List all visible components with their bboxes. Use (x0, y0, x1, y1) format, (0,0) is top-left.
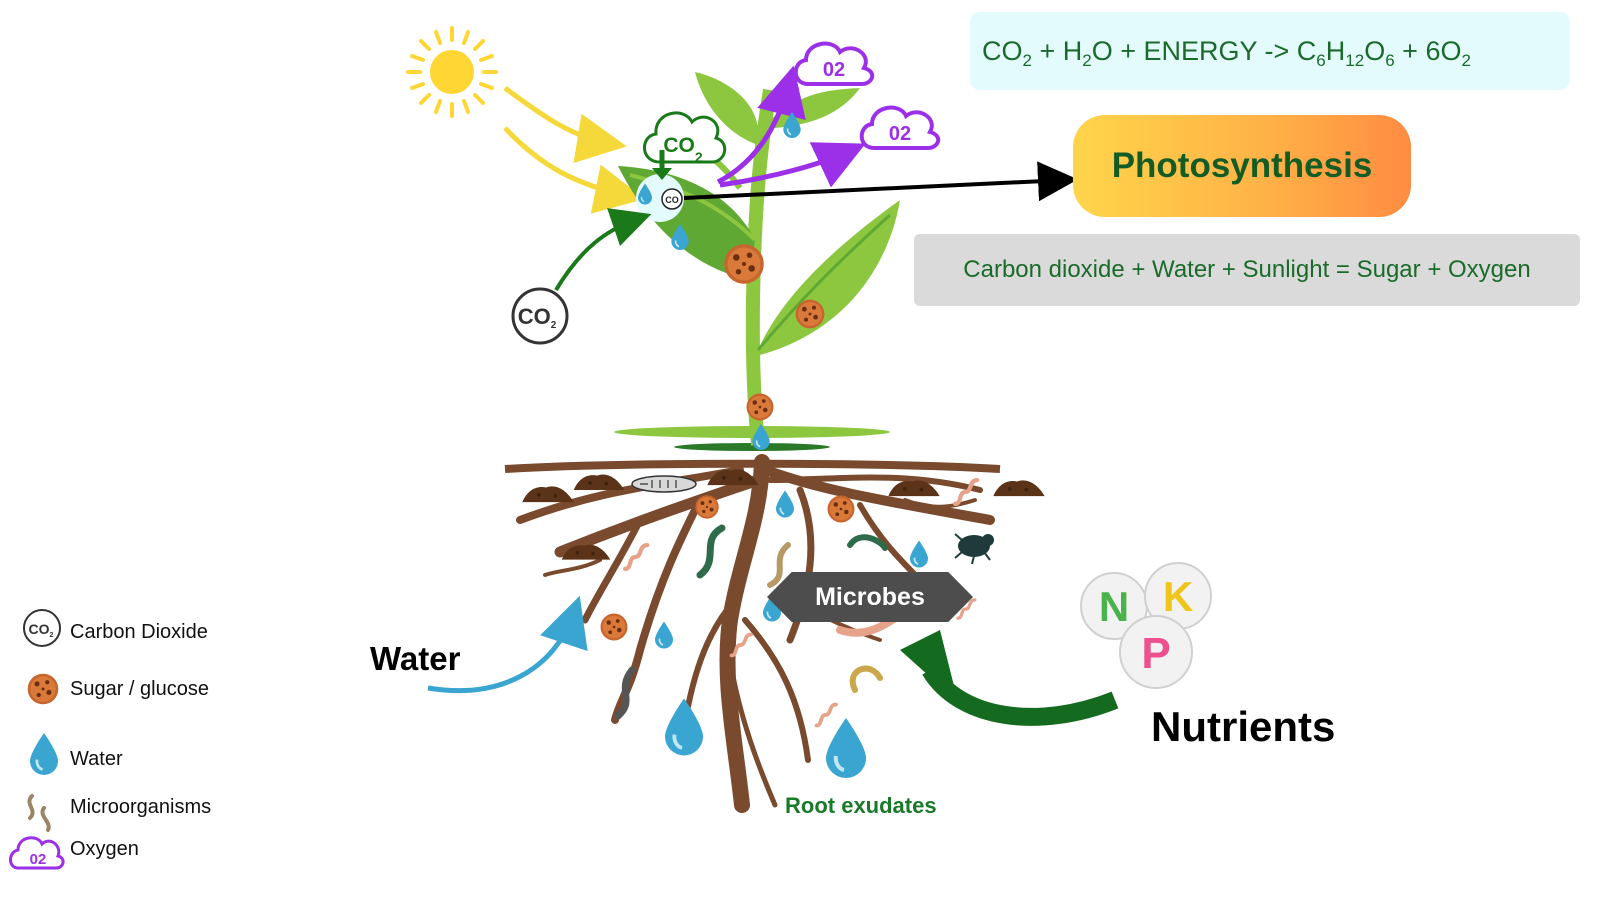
striped-worm-icon (767, 542, 791, 588)
water-drop-icon (665, 698, 703, 756)
microbes-label: Microbes (767, 572, 973, 622)
water-label: Water (370, 640, 461, 677)
beetle-icon (954, 533, 994, 565)
green-worm-icon (847, 534, 888, 551)
water-drop-icon (776, 490, 794, 518)
sun-icon (406, 26, 498, 118)
striped-worm-icon (849, 665, 883, 693)
nutrients-arrowhead (900, 630, 958, 702)
root-exudates-label: Root exudates (785, 793, 937, 818)
word-equation: Carbon dioxide + Water + Sunlight = Suga… (914, 234, 1580, 306)
sugar-glucose-icon (695, 495, 719, 519)
sugar-glucose-icon (746, 393, 774, 421)
svg-text:K: K (1163, 573, 1193, 620)
roots (516, 454, 995, 813)
sunlight-arrow-lower (503, 126, 645, 214)
legend-co2-icon: CO2 (23, 609, 61, 647)
co2-cloud-icon: CO2 (643, 111, 727, 180)
legend-microorganism-icon (27, 794, 51, 832)
photosynthesis-arrow (683, 161, 1078, 202)
svg-text:CO2: CO2 (29, 621, 54, 639)
legend-sugar-glucose-icon (27, 673, 59, 705)
soil-clump-icon (573, 474, 625, 490)
oxygen-cloud-icon-top: 02 (793, 41, 875, 86)
green-worm-icon (696, 524, 726, 579)
nutrients-arrow (922, 664, 1119, 726)
grey-worm-icon (614, 666, 636, 720)
chemical-equation: CO2 + H2O + ENERGY -> C6H12O6 + 6O2 (970, 12, 1570, 90)
photosynthesis-title: Photosynthesis (1073, 115, 1411, 217)
legend-water-drop-icon (30, 732, 58, 776)
svg-text:CO2: CO2 (518, 304, 557, 331)
oxygen-arrow-upper (716, 65, 806, 185)
soil-clump-icon (993, 480, 1045, 497)
legend-label: Oxygen (70, 838, 139, 860)
oxygen-cloud-icon-right: 02 (859, 105, 941, 150)
legend-label: Water (70, 748, 123, 770)
sunlight-arrow-upper (503, 85, 627, 164)
water-arrow (427, 595, 588, 694)
sugar-glucose-icon (795, 299, 825, 329)
svg-text:N: N (1099, 583, 1129, 630)
co2-small-icon (661, 188, 683, 210)
water-drop-icon (826, 718, 866, 778)
nutrients-label: Nutrients (1151, 703, 1336, 750)
soil-line (504, 459, 1001, 473)
water-drop-icon (910, 540, 928, 568)
sugar-glucose-icon (827, 495, 855, 523)
svg-text:02: 02 (889, 123, 911, 145)
worm-icon (817, 705, 837, 726)
sugar-glucose-icon (724, 244, 764, 284)
svg-text:CO2: CO2 (663, 134, 703, 165)
svg-text:02: 02 (30, 851, 47, 868)
stomata-circle: CO (636, 174, 684, 222)
legend-label: Carbon Dioxide (70, 621, 208, 643)
svg-text:02: 02 (823, 59, 845, 81)
water-drop-icon (655, 620, 673, 650)
soil-clump-icon (522, 486, 574, 503)
legend-label: Microorganisms (70, 796, 212, 818)
legend-label: Sugar / glucose (70, 678, 209, 700)
svg-text:P: P (1141, 629, 1170, 678)
legend-oxygen-cloud-icon: 02 (9, 836, 65, 870)
oxygen-arrow-lower (719, 142, 866, 188)
svg-text:CO: CO (665, 195, 679, 205)
npk-nutrient-icons: N K P (1080, 562, 1212, 689)
co2-input-arrow (554, 208, 652, 292)
caterpillar-icon (631, 475, 697, 493)
co2-icon-input: CO2 (511, 287, 569, 345)
sugar-glucose-icon (600, 613, 628, 641)
